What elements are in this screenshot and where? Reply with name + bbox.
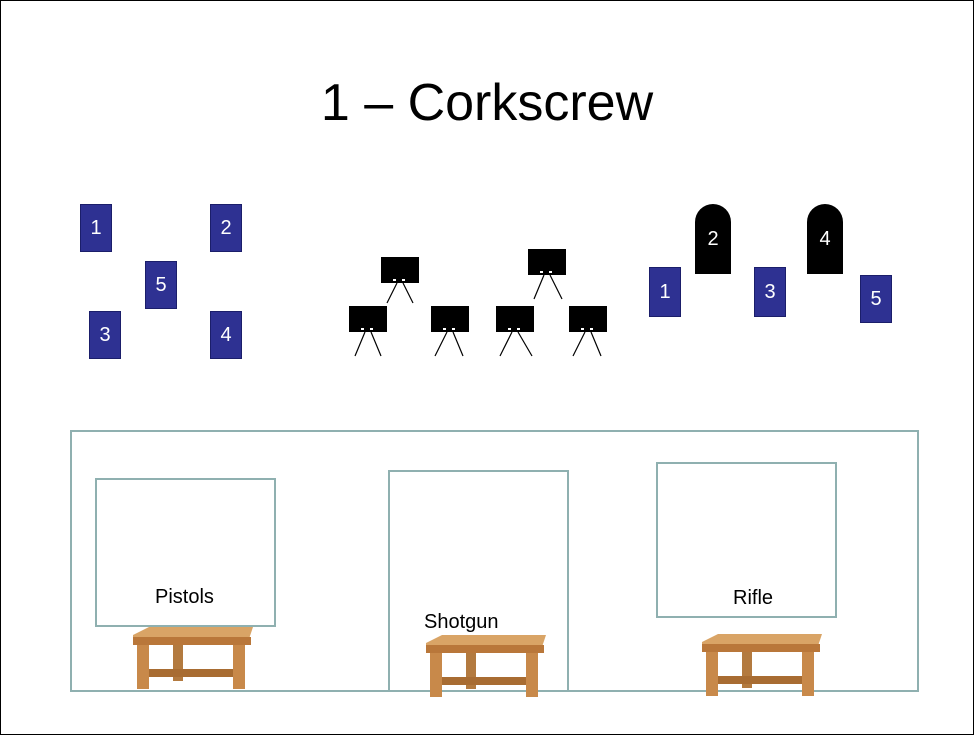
rifle-target-5: 5 [860,275,892,323]
pistol-target-5: 5 [145,261,177,309]
pistol-box [95,478,276,627]
steel-plate-icon [528,249,566,300]
pistol-target-3: 3 [89,311,121,359]
rifle-box [656,462,837,618]
position-label-pistols: Pistols [155,586,214,608]
pistol-target-2: 2 [210,204,242,252]
steel-plate-icon [569,306,607,357]
shotgun-box [388,470,569,692]
rifle-target-3: 3 [754,267,786,317]
page-title: 1 – Corkscrew [320,74,654,132]
steel-plate-icon [431,306,469,357]
rifle-target-4: 4 [807,204,843,274]
pistol-table-icon [133,627,253,689]
shotgun-table-icon [426,635,546,697]
pistol-target-4: 4 [210,311,242,359]
pistol-target-1: 1 [80,204,112,252]
rifle-target-1: 1 [649,267,681,317]
steel-plate-icon [496,306,534,357]
steel-plate-icon [381,257,419,304]
position-label-shotgun: Shotgun [424,611,499,633]
rifle-target-2: 2 [695,204,731,274]
rifle-table-icon [702,634,822,696]
steel-plate-icon [349,306,387,357]
position-label-rifle: Rifle [733,587,774,609]
